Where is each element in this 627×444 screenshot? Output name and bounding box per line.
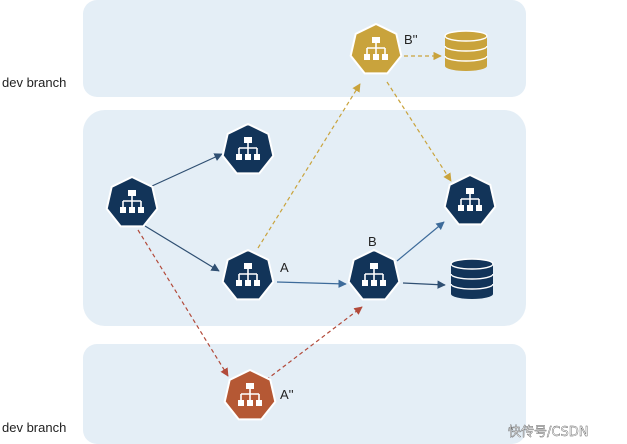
edge-root-to-a	[144, 225, 220, 272]
node-a-prime-label: A''	[280, 387, 294, 402]
edge-b-to-target-node	[396, 221, 445, 262]
edge-root-to-a-prime	[137, 229, 229, 377]
watermark: 快传号/CSDN	[508, 425, 588, 440]
node-b-prime-label: B''	[404, 32, 418, 47]
navy-database	[450, 258, 494, 299]
node-b-label: B	[368, 234, 377, 249]
bottom-lane	[83, 344, 526, 444]
edge-a-to-b	[276, 279, 347, 288]
node-a-label: A	[280, 260, 289, 275]
edge-b-to-database	[402, 280, 446, 289]
edge-a-prime-to-b	[265, 306, 363, 381]
edge-root-to-top-node	[151, 153, 223, 187]
gold-database	[444, 30, 488, 71]
top-lane	[83, 0, 526, 97]
top-lane-label: dev branch	[2, 75, 66, 90]
edge-b-prime-to-target-node	[386, 81, 452, 182]
middle-lane	[83, 110, 526, 326]
bottom-lane-label: dev branch	[2, 420, 66, 435]
